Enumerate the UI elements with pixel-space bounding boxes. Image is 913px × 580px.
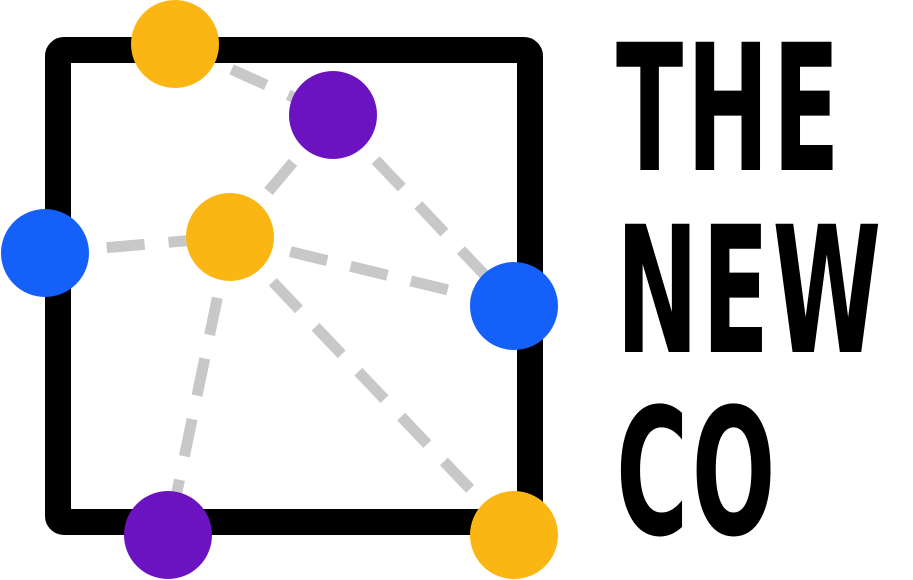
yellow-node-center: [186, 193, 274, 281]
network-logo-icon: [1, 0, 558, 579]
wordmark-line-new: NEW: [616, 189, 885, 394]
yellow-node-bottom-right: [470, 491, 558, 579]
blue-node-right: [470, 262, 558, 350]
connector-line: [162, 235, 236, 537]
purple-node-top: [289, 71, 377, 159]
wordmark-line-co: CO: [616, 371, 779, 576]
brand-wordmark: THE NEW CO: [616, 22, 913, 562]
connector-line: [226, 233, 518, 539]
yellow-node-top: [131, 0, 219, 88]
connector-line: [228, 231, 516, 312]
blue-node-left: [1, 209, 89, 297]
wordmark-line-the: THE: [616, 7, 844, 212]
network-connectors: [44, 38, 518, 539]
purple-node-bottom: [124, 491, 212, 579]
